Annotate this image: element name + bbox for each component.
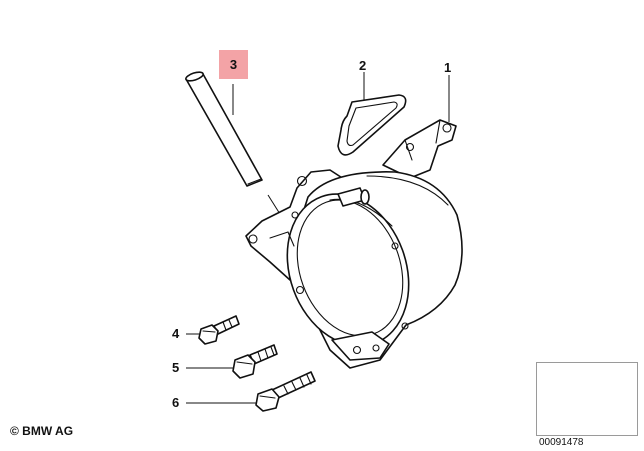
copyright-label: © BMW AG xyxy=(10,424,74,438)
housing-part-1 xyxy=(245,169,463,369)
callout-3-highlighted[interactable]: 3 xyxy=(219,50,248,79)
vehicle-thumbnail xyxy=(536,362,638,436)
bolt-part-4 xyxy=(198,315,240,345)
bolt-part-6 xyxy=(255,371,316,412)
tube-part-3 xyxy=(185,71,263,187)
callout-2[interactable]: 2 xyxy=(359,58,367,73)
bolt-part-5 xyxy=(232,344,278,379)
callout-1[interactable]: 1 xyxy=(444,60,452,75)
gasket-part-2 xyxy=(337,94,407,156)
callout-4[interactable]: 4 xyxy=(172,326,180,341)
callout-6[interactable]: 6 xyxy=(172,395,180,410)
leader-lines xyxy=(186,72,450,404)
diagram-code: 00091478 xyxy=(539,437,584,448)
callout-5[interactable]: 5 xyxy=(172,360,180,375)
bracket-part-1 xyxy=(382,119,457,179)
